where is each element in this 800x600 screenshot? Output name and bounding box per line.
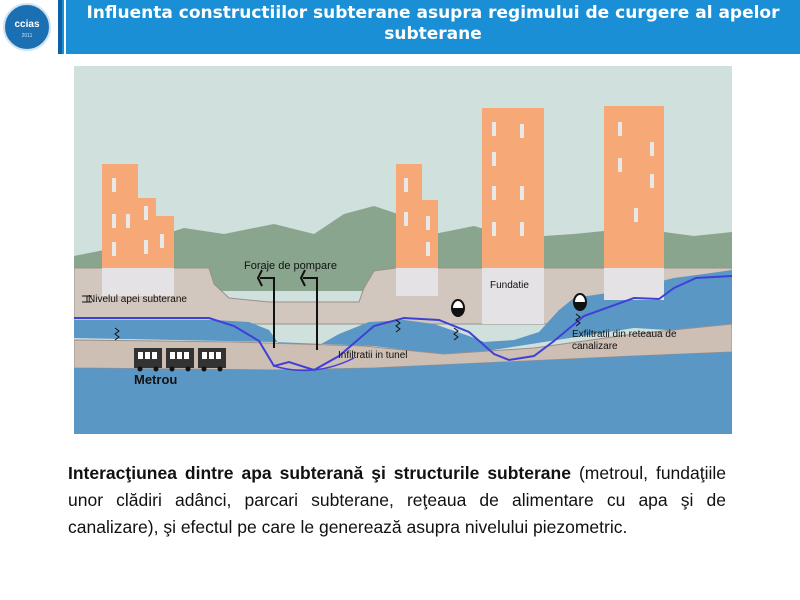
- building-tall-center: [482, 108, 544, 268]
- slide-title: Influenta constructiilor subterane asupr…: [86, 3, 780, 44]
- tunnel-drawdown-line: [273, 357, 355, 372]
- building-mid: [396, 164, 438, 268]
- metro-train-icon: [134, 348, 226, 372]
- upper-aquifer: [74, 270, 732, 356]
- caption-bold: Interacţiunea dintre apa subterană şi st…: [68, 463, 571, 483]
- label-exfiltratii-2: canalizare: [572, 341, 618, 352]
- foundation-deep: [482, 266, 544, 324]
- logo-text: ccias: [14, 19, 40, 30]
- water-level-marker-icon: [82, 295, 92, 303]
- header-divider: [58, 0, 62, 54]
- header-divider-light: [64, 0, 66, 54]
- foundation-left: [102, 266, 174, 296]
- building-windows-left: [112, 178, 164, 256]
- groundwater-diagram: Foraje de pompare Nivelul apei subterane…: [74, 66, 732, 434]
- pipe-drop-icon-right: [573, 293, 587, 311]
- deep-aquifer: [74, 352, 732, 434]
- label-metrou: Metrou: [134, 372, 177, 387]
- logo-area: ccias 2011: [0, 0, 58, 54]
- caption-rest: (metroul, fundaţiile unor clădiri adânci…: [68, 463, 727, 537]
- pumping-wells: [256, 269, 318, 350]
- seepage-squiggles: [114, 313, 581, 341]
- label-nivel: Nivelul apei subterane: [88, 294, 187, 305]
- logo-year: 2011: [21, 33, 33, 39]
- label-exfiltratii-1: Exfiltratii din reteaua de: [572, 329, 677, 340]
- ccias-logo: ccias 2011: [3, 3, 51, 51]
- header-bar: [0, 0, 800, 54]
- building-group-left: [102, 164, 174, 268]
- building-tall-right: [604, 106, 664, 268]
- water-table-line: [74, 275, 732, 372]
- label-infiltratii: Infiltratii in tunel: [338, 350, 407, 361]
- caption-paragraph: Interacţiunea dintre apa subterană şi st…: [68, 460, 726, 541]
- label-fundatie: Fundatie: [490, 280, 529, 291]
- foundation-mid: [396, 266, 438, 296]
- pipe-drop-icon-left: [451, 299, 465, 317]
- foundation-right: [604, 266, 664, 300]
- label-foraje: Foraje de pompare: [244, 260, 337, 272]
